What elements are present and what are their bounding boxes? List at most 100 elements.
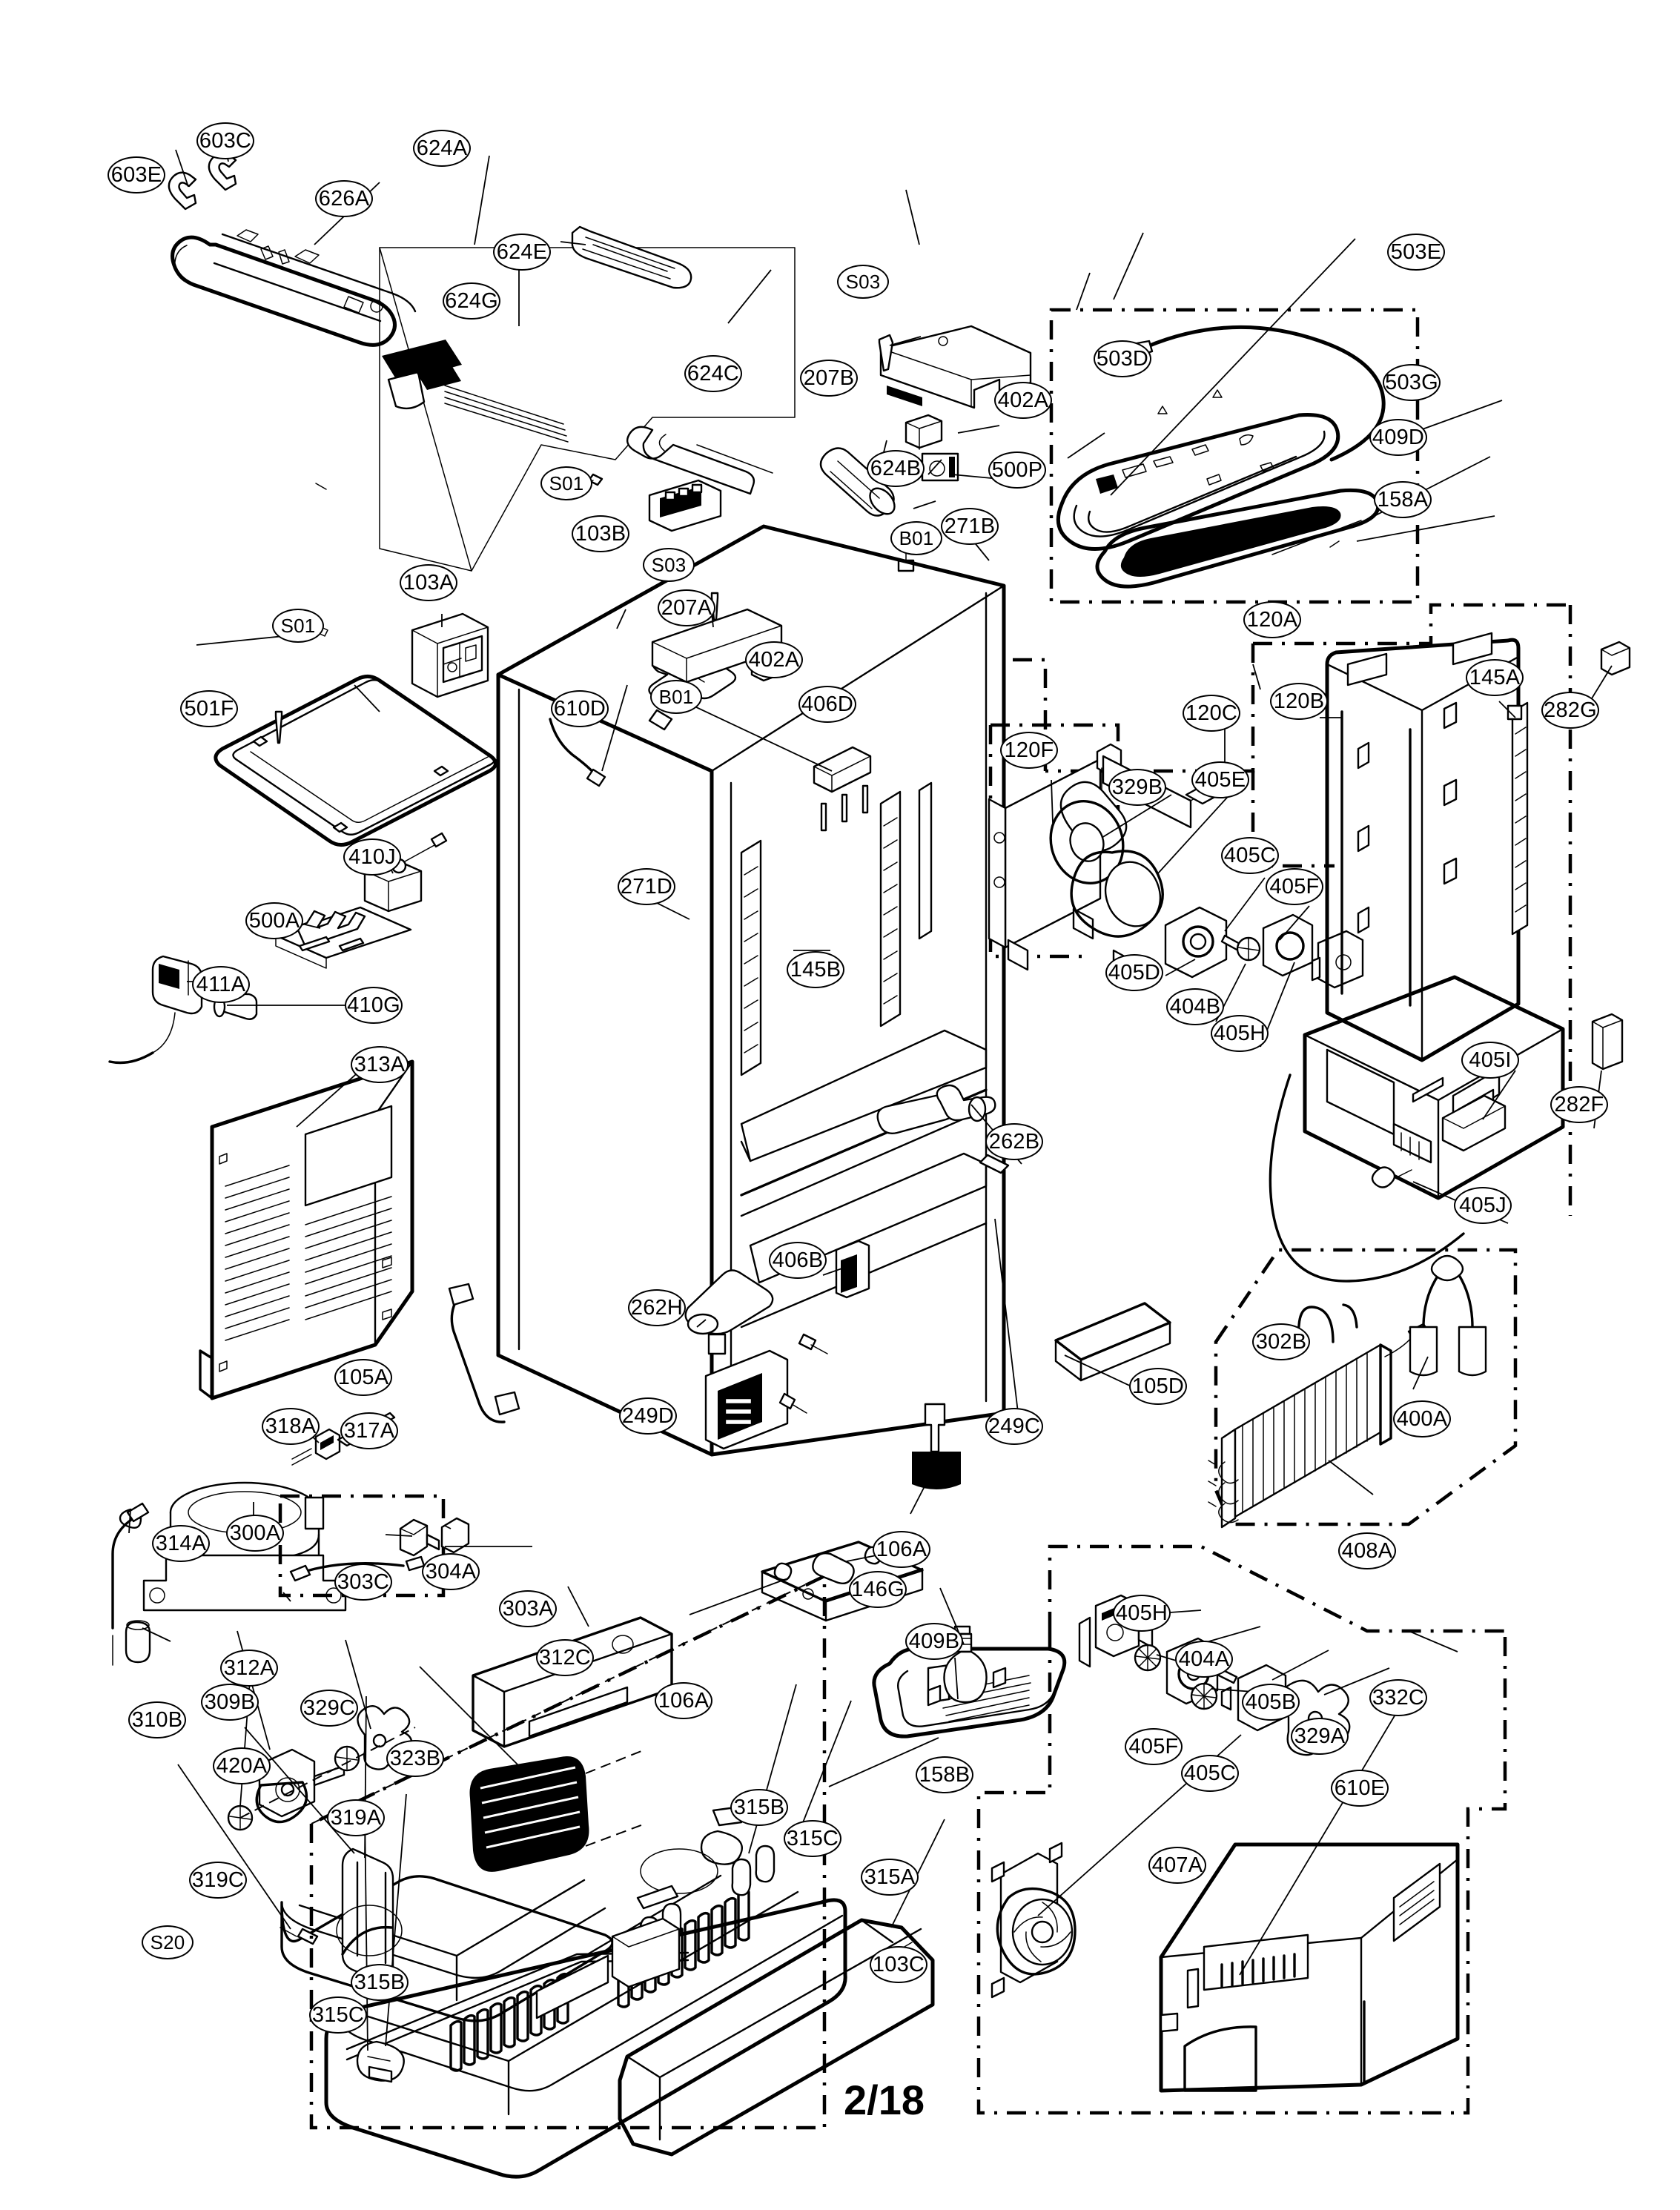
callout-bubble-103b: 103B: [572, 515, 629, 552]
callout-bubble-319c: 319C: [189, 1862, 247, 1899]
compressor-300A: [111, 1481, 347, 1666]
callout-bubble-312c: 312C: [536, 1639, 594, 1676]
callout-bubble-103a: 103A: [400, 564, 457, 601]
callout-bubble-405c: 405C: [1221, 837, 1279, 874]
callout-bubble-318a: 318A: [262, 1408, 320, 1445]
callout-bubble-503g: 503G: [1383, 364, 1441, 401]
callout-bubble-319a: 319A: [327, 1799, 385, 1836]
callout-bubble-271d: 271D: [618, 868, 675, 905]
relay-410J: [363, 832, 448, 913]
callout-bubble-409b: 409B: [905, 1623, 963, 1660]
callout-bubble-207b: 207B: [800, 360, 858, 397]
callout-bubble-120c: 120C: [1183, 695, 1240, 732]
callout-bubble-624g: 624G: [443, 282, 500, 320]
callout-bubble-405h: 405H: [1113, 1595, 1171, 1632]
callout-bubble-207a: 207A: [658, 589, 715, 626]
callout-bubble-405h: 405H: [1211, 1015, 1269, 1052]
callout-bubble-406b: 406B: [769, 1242, 827, 1279]
callout-bubble-105a: 105A: [334, 1359, 392, 1396]
callout-bubble-407a: 407A: [1148, 1847, 1206, 1884]
callout-bubble-120a: 120A: [1243, 601, 1301, 638]
callout-bubble-501f: 501F: [180, 690, 238, 727]
callout-bubble-282f: 282F: [1550, 1086, 1608, 1123]
callout-bubble-158a: 158A: [1374, 481, 1432, 518]
callout-bubble-312a: 312A: [220, 1650, 278, 1687]
callout-bubble-411a: 411A: [192, 966, 250, 1003]
callout-bubble-329b: 329B: [1108, 769, 1166, 806]
callout-bubble-b01: B01: [890, 521, 942, 555]
callout-bubble-s20: S20: [142, 1925, 194, 1959]
callout-bubble-145a: 145A: [1466, 659, 1524, 696]
callout-bubble-106a: 106A: [873, 1531, 930, 1568]
callout-bubble-329c: 329C: [300, 1690, 358, 1727]
callout-bubble-314a: 314A: [152, 1525, 210, 1562]
callout-bubble-106a: 106A: [655, 1682, 712, 1719]
callout-bubble-410g: 410G: [345, 987, 403, 1024]
callout-bubble-406d: 406D: [798, 686, 856, 723]
callout-bubble-323b: 323B: [386, 1740, 444, 1777]
callout-bubble-310b: 310B: [128, 1701, 186, 1738]
callout-bubble-146g: 146G: [849, 1571, 907, 1608]
callout-bubble-624a: 624A: [413, 130, 471, 167]
callout-bubble-404b: 404B: [1166, 988, 1224, 1025]
callout-bubble-405d: 405D: [1105, 954, 1163, 991]
callout-bubble-315a: 315A: [861, 1859, 919, 1896]
callout-bubble-402a: 402A: [745, 641, 803, 678]
callout-bubble-626a: 626A: [315, 180, 373, 217]
callout-bubble-s01: S01: [540, 466, 592, 500]
callout-bubble-624c: 624C: [684, 355, 742, 392]
callout-bubble-405f: 405F: [1125, 1728, 1183, 1765]
page-number: 2/18: [844, 2077, 925, 2123]
callout-bubble-410j: 410J: [343, 838, 401, 876]
back-panel-313A: [199, 1059, 414, 1400]
callout-bubble-603e: 603E: [108, 156, 165, 193]
callout-bubble-s01: S01: [272, 609, 324, 643]
gasket-501F: [214, 675, 497, 847]
toe-kick-103C: [618, 1918, 935, 2157]
callout-bubble-317a: 317A: [340, 1412, 398, 1449]
cover-312C: [472, 1616, 673, 1748]
right-assembly-120A: [988, 603, 1631, 1283]
callout-bubble-624e: 624E: [493, 234, 551, 271]
callout-bubble-105d: 105D: [1129, 1368, 1187, 1405]
callout-bubble-315c: 315C: [784, 1820, 841, 1857]
callout-bubble-s03: S03: [837, 265, 889, 299]
callout-bubble-405e: 405E: [1191, 761, 1249, 798]
callout-bubble-304a: 304A: [422, 1553, 480, 1590]
callout-bubble-405b: 405B: [1242, 1684, 1300, 1721]
control-box-103A: [281, 612, 489, 698]
callout-bubble-503d: 503D: [1094, 340, 1151, 377]
callout-bubble-400a: 400A: [1393, 1400, 1451, 1438]
callout-bubble-315b: 315B: [351, 1964, 409, 2001]
callout-bubble-309b: 309B: [201, 1684, 259, 1721]
callout-bubble-120b: 120B: [1270, 683, 1328, 720]
callout-bubble-262b: 262B: [985, 1123, 1043, 1160]
callout-bubble-300a: 300A: [226, 1515, 284, 1552]
callout-bubble-404a: 404A: [1175, 1641, 1233, 1678]
callout-bubble-332c: 332C: [1369, 1679, 1427, 1716]
callout-bubble-249d: 249D: [619, 1397, 677, 1435]
door-handle-group: [168, 152, 796, 572]
callout-bubble-145b: 145B: [787, 951, 844, 988]
callout-bubble-315b: 315B: [730, 1789, 788, 1826]
callout-bubble-409d: 409D: [1369, 419, 1427, 456]
callout-bubble-405c: 405C: [1181, 1755, 1239, 1792]
callout-bubble-405f: 405F: [1266, 868, 1323, 905]
main-cabinet: [496, 524, 1171, 1489]
callout-bubble-158b: 158B: [916, 1756, 973, 1793]
callout-bubble-b01: B01: [650, 680, 702, 714]
callout-bubble-315c: 315C: [309, 1996, 367, 2034]
callout-bubble-500p: 500P: [988, 451, 1046, 489]
callout-bubble-624b: 624B: [867, 450, 925, 487]
callout-bubble-329a: 329A: [1291, 1718, 1349, 1755]
evaporator-box-302B: [1208, 1248, 1518, 1529]
callout-bubble-s03: S03: [643, 548, 695, 582]
lamp-158B: [872, 1625, 1067, 1738]
drain-and-sensor: [291, 1283, 520, 1466]
callout-bubble-103c: 103C: [870, 1946, 927, 1983]
ice-maker-motor-group: [819, 325, 1032, 572]
callout-bubble-262h: 262H: [628, 1289, 686, 1326]
callout-bubble-282g: 282G: [1541, 692, 1599, 729]
